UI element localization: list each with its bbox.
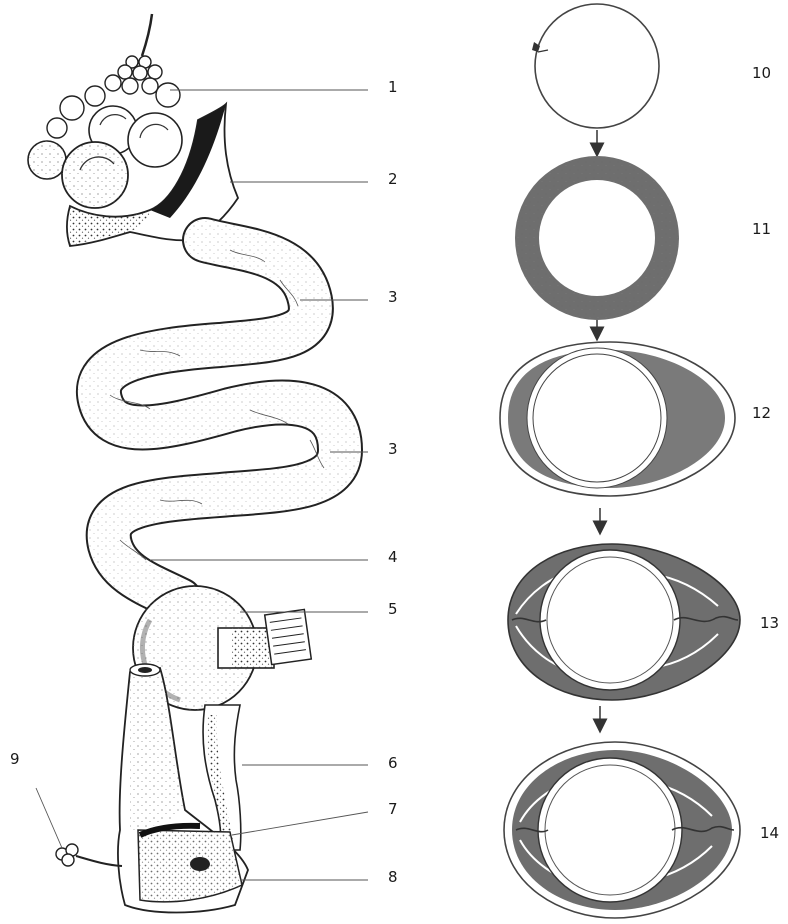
ovary-stalk	[142, 14, 152, 56]
label-8: 8	[388, 870, 398, 885]
label-9: 9	[10, 752, 20, 767]
label-3-upper: 3	[388, 290, 398, 305]
label-6: 6	[388, 756, 398, 771]
label-12: 12	[752, 406, 771, 421]
egg-stage-14	[504, 742, 740, 918]
label-11: 11	[752, 222, 771, 237]
label-10: 10	[752, 66, 771, 81]
oviduct-drawing	[28, 14, 340, 913]
egg-stage-10	[532, 4, 659, 128]
label-14: 14	[760, 826, 779, 841]
egg-stage-12	[500, 342, 735, 496]
label-2: 2	[388, 172, 398, 187]
label-13: 13	[760, 616, 779, 631]
egg-formation-stages	[500, 4, 740, 918]
label-5: 5	[388, 602, 398, 617]
label-3-lower: 3	[388, 442, 398, 457]
egg-stage-11	[515, 156, 679, 320]
label-4: 4	[388, 550, 398, 565]
ovary-follicles	[28, 56, 182, 208]
egg-stage-13	[508, 544, 740, 700]
label-7: 7	[388, 802, 398, 817]
label-1: 1	[388, 80, 398, 95]
cloacal-appendage	[56, 844, 122, 866]
